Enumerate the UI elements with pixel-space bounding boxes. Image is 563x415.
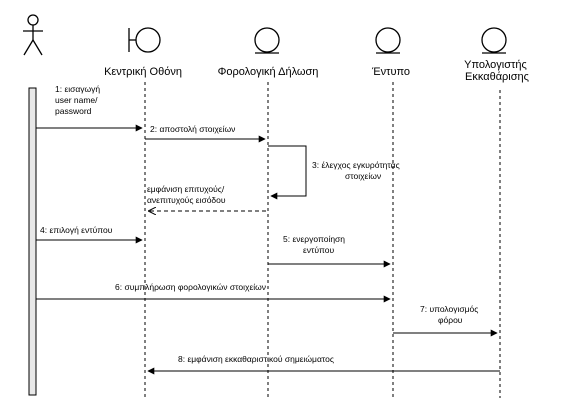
actor-user-icon	[23, 14, 43, 56]
entity-tax-declaration-icon	[254, 27, 280, 54]
message-3-arrow	[268, 145, 307, 200]
boundary-main-screen-icon	[128, 27, 161, 53]
message-6-label: 6: συμπλήρωση φορολογικών στοιχείων	[115, 282, 266, 292]
participant-tax-declaration-label: Φορολογική Δήλωση	[218, 66, 319, 78]
message-8-label: 8: εμφάνιση εκκαθαριστικού σημειώματος	[178, 354, 334, 364]
message-7-label: 7: υπολογισμός φόρου	[420, 304, 481, 325]
participant-main-screen-label: Κεντρική Οθόνη	[104, 66, 182, 78]
entity-form-icon	[375, 27, 401, 54]
participant-calculator-label: Υπολογιστής Εκκαθάρισης	[464, 59, 530, 83]
message-1-label: 1: εισαγωγή user name/ password	[55, 84, 103, 116]
message-2-label: 2: αποστολή στοιχείων	[150, 124, 235, 134]
message-4-label: 4: επιλογή εντύπου	[40, 225, 113, 235]
message-return-label: εμφάνιση επιτυχούς/ ανεπιτυχούς εισόδου	[147, 184, 227, 205]
message-5-label: 5: ενεργοποίηση εντύπου	[283, 234, 347, 255]
activation-bar-user	[28, 87, 37, 396]
message-3-label: 3: έλεγχος εγκυρότητας στοιχείων	[312, 160, 402, 181]
entity-calculator-icon	[481, 27, 507, 54]
participant-form-label: Έντυπο	[371, 66, 410, 78]
